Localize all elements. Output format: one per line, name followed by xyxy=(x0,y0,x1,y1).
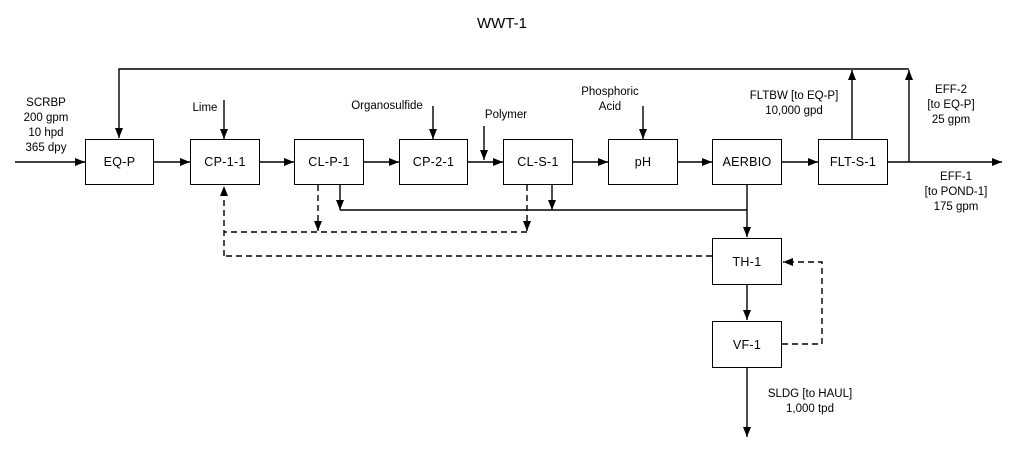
stream-label-organosulfide: Organosulfide xyxy=(351,99,423,114)
node-label: pH xyxy=(634,155,652,169)
stream-label-line: 25 gpm xyxy=(931,114,971,126)
diagram-title: WWT-1 xyxy=(477,15,527,32)
stream-label-line: 200 gpm xyxy=(23,112,69,124)
stream-label-line: Acid xyxy=(598,101,622,113)
edge-vf-1-filtrate-to-th-1 xyxy=(782,258,823,345)
stream-label-line: 175 gpm xyxy=(933,201,979,213)
node-label: CP-2-1 xyxy=(412,155,455,169)
node-cp-1-1: CP-1-1 xyxy=(190,139,260,185)
stream-label-line: EFF-2 xyxy=(935,84,967,96)
stream-label-line: SLDG [to HAUL] xyxy=(767,388,853,400)
stream-label-line: 1,000 tpd xyxy=(786,403,834,415)
node-eq-p: EQ-P xyxy=(85,139,154,185)
stream-label-line: 10,000 gpd xyxy=(765,105,823,117)
stream-label-line: SCRBP xyxy=(26,97,66,109)
stream-label-polymer: Polymer xyxy=(485,108,527,123)
stream-label-lime: Lime xyxy=(193,101,218,116)
node-label: VF-1 xyxy=(732,337,762,352)
node-label: CP-1-1 xyxy=(204,155,246,169)
stream-label-line: 365 dpy xyxy=(25,142,67,154)
node-cp-2-1: CP-2-1 xyxy=(399,139,468,185)
edge-recycle-return-to-eq-p xyxy=(115,68,909,138)
node-ph: pH xyxy=(608,139,678,185)
node-th-1: TH-1 xyxy=(712,238,782,285)
stream-label-eff-2: EFF-2 [to EQ-P] 25 gpm xyxy=(927,83,974,128)
node-label: CL-P-1 xyxy=(308,155,350,169)
stream-label-line: Polymer xyxy=(484,109,528,121)
stream-label-scrbp: SCRBP 200 gpm 10 hpd 365 dpy xyxy=(24,96,69,156)
node-cl-s-1: CL-S-1 xyxy=(503,139,573,185)
node-label: EQ-P xyxy=(103,155,136,169)
stream-label-line: [to POND-1] xyxy=(924,186,988,198)
stream-label-sldg: SLDG [to HAUL] 1,000 tpd xyxy=(768,387,852,417)
stream-label-line: 10 hpd xyxy=(28,127,64,139)
node-cl-p-1: CL-P-1 xyxy=(294,139,364,185)
node-vf-1: VF-1 xyxy=(712,321,782,368)
stream-label-line: Lime xyxy=(192,102,218,114)
node-label: CL-S-1 xyxy=(517,155,559,169)
stream-label-line: EFF-1 xyxy=(940,171,972,183)
stream-label-line: [to EQ-P] xyxy=(927,99,975,111)
stream-label-line: Phosphoric xyxy=(581,86,639,98)
stream-label-fltbw: FLTBW [to EQ-P] 10,000 gpd xyxy=(750,89,839,119)
node-flt-s-1: FLT-S-1 xyxy=(818,139,888,185)
stream-label-line: FLTBW [to EQ-P] xyxy=(749,90,839,102)
node-aerbio: AERBIO xyxy=(712,139,782,185)
stream-label-line: Organosulfide xyxy=(351,100,423,112)
node-label: TH-1 xyxy=(732,254,762,269)
stream-label-eff-1: EFF-1 [to POND-1] 175 gpm xyxy=(925,170,988,215)
node-label: FLT-S-1 xyxy=(829,155,877,169)
node-label: AERBIO xyxy=(722,155,772,169)
